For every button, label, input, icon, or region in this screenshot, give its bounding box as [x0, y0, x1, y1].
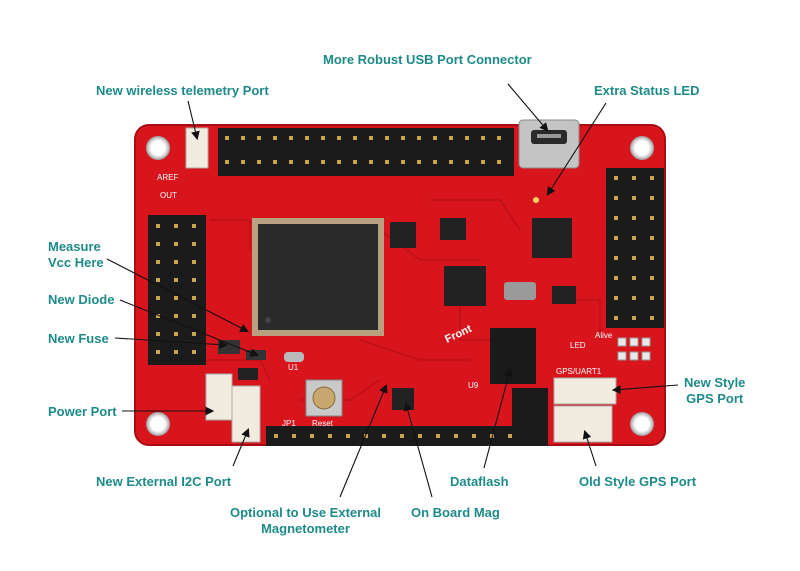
main-mcu-chip [252, 218, 384, 336]
leader-lines [106, 83, 679, 498]
label-new-diode: New Diode [48, 292, 115, 307]
old-gps-connector [553, 405, 613, 443]
bottom-pin-header [266, 426, 548, 446]
small-chip [390, 222, 416, 248]
reset-button [305, 379, 343, 417]
right-pin-header [606, 168, 664, 328]
label-power-port: Power Port [48, 404, 117, 419]
label-new-gps-line2: GPS Port [686, 391, 744, 406]
label-i2c-port: New External I2C Port [96, 474, 232, 489]
label-new-gps: New Style GPS Port [684, 375, 745, 407]
silk-aref: AREF [157, 173, 178, 182]
silk-out: OUT [160, 191, 177, 200]
mount-hole [146, 412, 170, 436]
dataflash-chip [490, 328, 536, 384]
leader-fuse [114, 337, 229, 349]
usb-connector [518, 119, 580, 169]
small-chip [552, 286, 576, 304]
label-old-gps: Old Style GPS Port [579, 474, 697, 489]
left-pin-header [148, 215, 206, 365]
small-chip [238, 368, 258, 380]
label-wireless-port: New wireless telemetry Port [96, 83, 269, 98]
label-onboard-mag: On Board Mag [411, 505, 500, 520]
crystal [284, 352, 304, 362]
label-external-mag-line1: Optional to Use External [230, 505, 381, 520]
crystal [504, 282, 536, 300]
small-chip [440, 218, 466, 240]
leader-diode [119, 299, 260, 357]
dataflash-header [512, 388, 548, 444]
label-dataflash: Dataflash [450, 474, 509, 489]
label-external-mag-line2: Magnetometer [261, 521, 350, 536]
silk-jp1: JP1 [282, 419, 296, 428]
silk-alive: Alive [595, 331, 613, 340]
leader-status-led [546, 102, 607, 196]
power-connector [205, 373, 233, 421]
leader-old-gps [582, 429, 597, 467]
usb-chip [532, 218, 572, 258]
solder-jumpers [617, 337, 651, 361]
leader-onboard-mag [403, 401, 433, 498]
silk-led: LED [570, 341, 586, 350]
top-pin-header [218, 128, 514, 176]
label-new-fuse: New Fuse [48, 331, 109, 346]
label-measure-vcc-line1: Measure [48, 239, 101, 254]
onboard-mag-chip [392, 388, 414, 410]
mount-hole [630, 136, 654, 160]
leader-usb [507, 83, 549, 132]
silk-u1: U1 [288, 363, 299, 372]
mount-hole [630, 412, 654, 436]
label-external-mag: Optional to Use External Magnetometer [230, 505, 381, 537]
new-gps-connector [553, 377, 617, 405]
label-usb-connector: More Robust USB Port Connector [323, 52, 532, 67]
silk-u9: U9 [468, 381, 479, 390]
leader-ext-mag [339, 383, 388, 498]
silk-reset: Reset [312, 419, 334, 428]
label-new-gps-line1: New Style [684, 375, 746, 390]
label-measure-vcc: Measure Vcc Here [48, 239, 104, 271]
imu-chip [444, 266, 486, 306]
label-measure-vcc-line2: Vcc Here [48, 255, 104, 270]
mount-hole [146, 136, 170, 160]
silk-gps-uart: GPS/UART1 [556, 367, 602, 376]
leader-new-gps [611, 384, 679, 394]
leader-wireless [187, 100, 200, 141]
leader-measure-vcc [106, 258, 249, 333]
label-status-led: Extra Status LED [594, 83, 700, 98]
status-led [533, 197, 539, 203]
leader-i2c [232, 427, 250, 467]
circuit-board: Front Reset AREF OUT Alive GPS/UART1 JP1… [134, 119, 666, 446]
telemetry-connector [185, 127, 209, 169]
leader-dataflash [483, 367, 513, 469]
